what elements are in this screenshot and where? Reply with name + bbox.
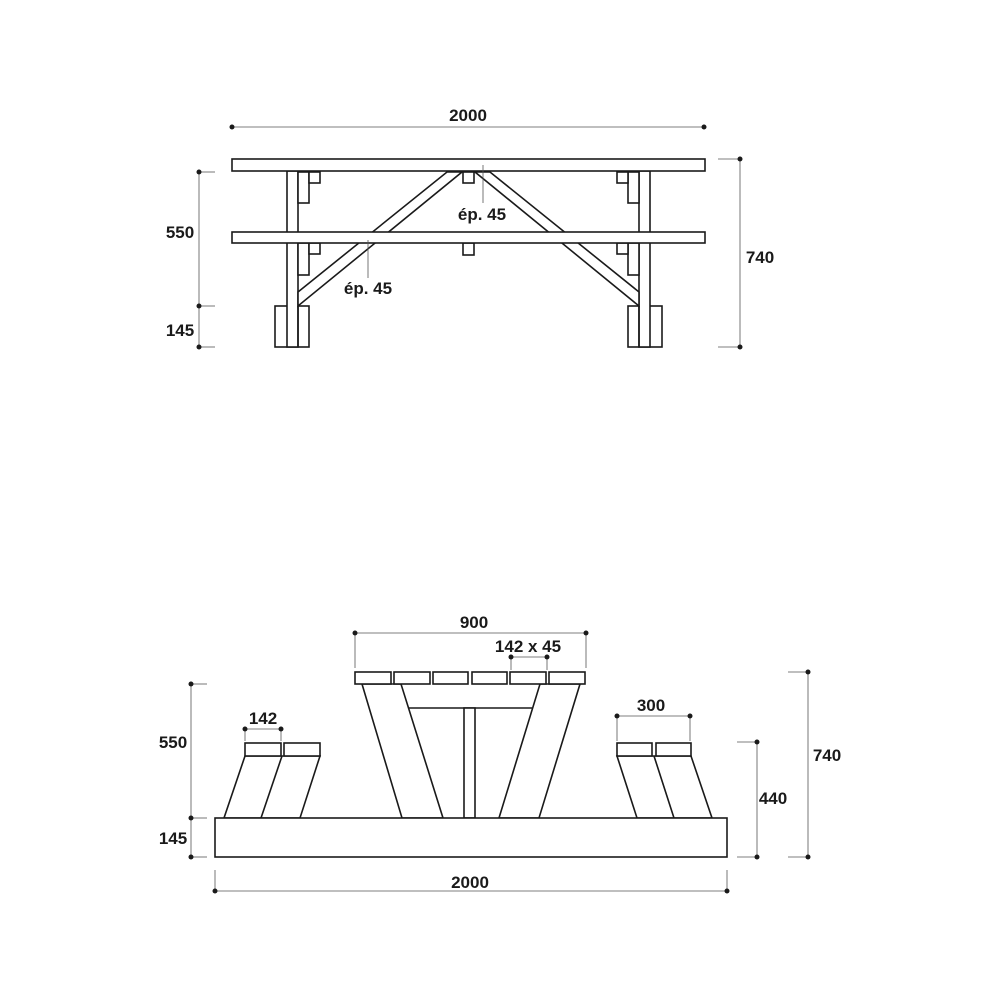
bench-width-label: 300 [637, 696, 665, 715]
table-top [231, 158, 706, 172]
bench-plank-label: 142 [249, 709, 277, 728]
right-leg [616, 170, 663, 348]
bench-seat [231, 231, 706, 244]
seat-height-label: 550 [166, 223, 194, 242]
end-view: 900 142 x 45 [159, 613, 841, 894]
table-top-planks [354, 671, 586, 685]
table-legs [360, 683, 582, 819]
side-view: 2000 ép. 45 ép. 45 [166, 106, 774, 350]
bench-plank-dimension: 142 [242, 709, 284, 741]
length-dimension: 2000 [229, 106, 707, 130]
center-block [462, 171, 475, 184]
brace-top-label: ép. 45 [458, 205, 506, 224]
length-label: 2000 [451, 873, 489, 892]
total-height-label: 740 [746, 248, 774, 267]
base-frame [214, 817, 728, 858]
plank-size-dimension: 142 x 45 [495, 637, 561, 670]
total-height-dimension: 740 [788, 669, 841, 860]
plank-size-label: 142 x 45 [495, 637, 561, 656]
bench-height-label: 440 [759, 789, 787, 808]
left-bench [222, 742, 322, 819]
foot-height-label: 145 [166, 321, 194, 340]
height-dimensions-left: 550 145 [166, 169, 215, 350]
height-dimension-right: 740 [718, 156, 774, 350]
right-bench [615, 742, 714, 819]
bench-height-dimension: 440 [737, 739, 787, 860]
foot-height-label: 145 [159, 829, 187, 848]
total-height-label: 740 [813, 746, 841, 765]
top-width-label: 900 [460, 613, 488, 632]
height-dimensions-left: 550 145 [159, 681, 207, 860]
bench-width-dimension: 300 [614, 696, 693, 741]
seat-height-label: 550 [159, 733, 187, 752]
top-width-dimension: 900 [352, 613, 589, 668]
length-label: 2000 [449, 106, 487, 125]
center-block [462, 242, 475, 256]
length-dimension: 2000 [212, 870, 730, 894]
left-leg [274, 170, 321, 348]
brace-bottom-label: ép. 45 [344, 279, 392, 298]
